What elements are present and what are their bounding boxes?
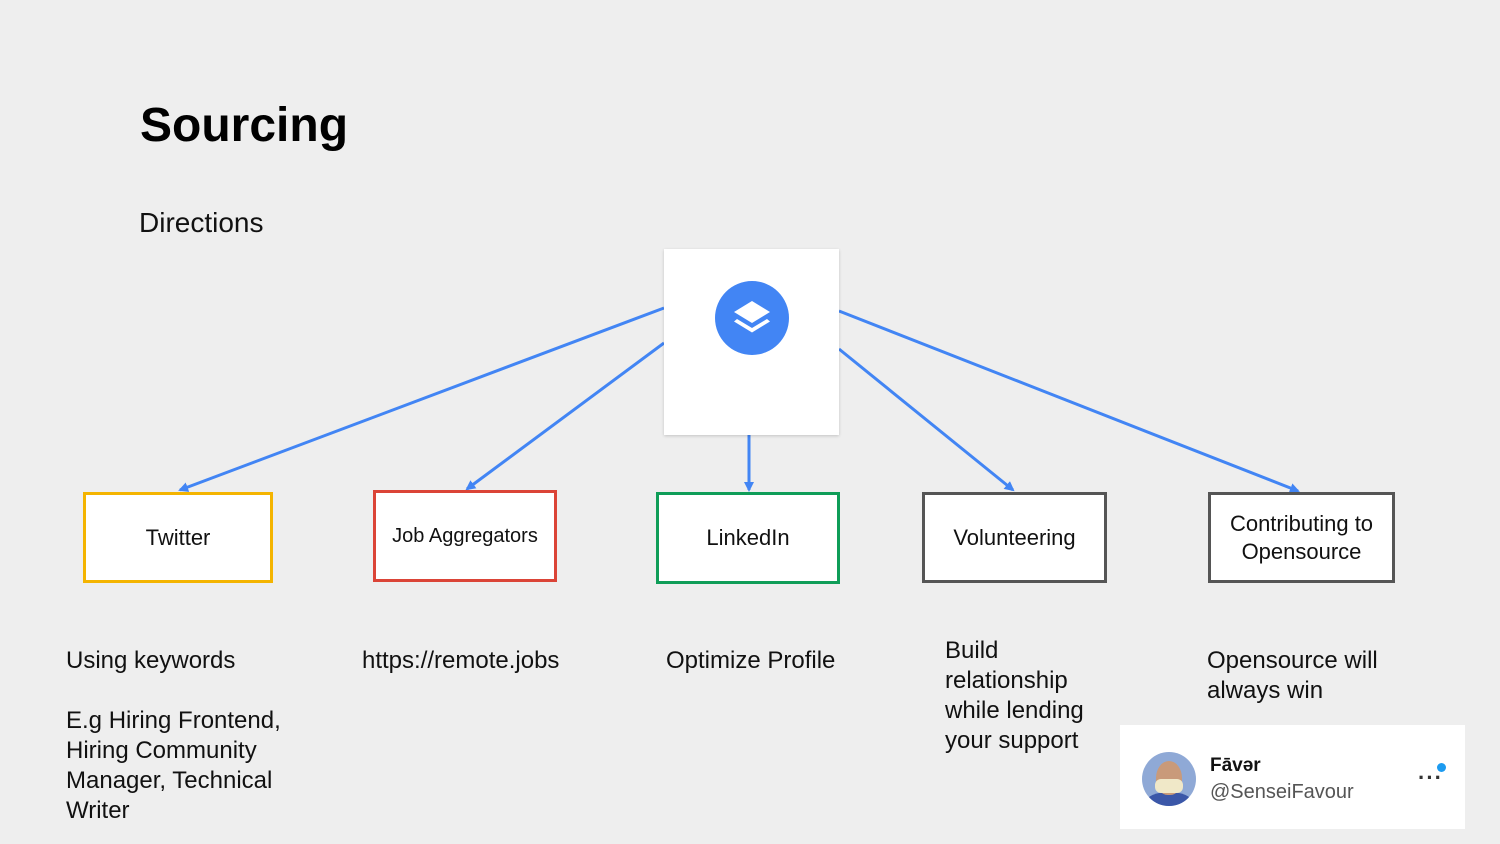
arrow-to-twitter [178, 306, 665, 492]
layers-icon [715, 281, 789, 355]
profile-handle: @SenseiFavour [1210, 781, 1354, 803]
notification-dot-icon [1437, 763, 1446, 772]
page-title: Sourcing [140, 99, 349, 152]
desc-opensource: Opensource will always win [1207, 647, 1378, 704]
node-label: Job Aggregators [392, 525, 538, 547]
arrow-to-job-aggregators [465, 341, 665, 491]
profile-name: Fāvər [1210, 755, 1261, 776]
hub-node [664, 249, 839, 435]
arrow-to-opensource [838, 309, 1300, 493]
node-linkedin: LinkedIn [656, 492, 840, 584]
node-label: Contributing to Opensource [1229, 510, 1374, 564]
desc-volunteering: Build relationship while lending your su… [945, 637, 1084, 754]
desc-linkedin: Optimize Profile [666, 647, 836, 674]
node-twitter: Twitter [83, 492, 273, 583]
node-job-aggregators: Job Aggregators [373, 490, 557, 582]
profile-card[interactable]: Fāvər @SenseiFavour ··· [1120, 725, 1465, 829]
node-label: Twitter [145, 524, 211, 550]
arrow-to-volunteering [838, 347, 1015, 492]
desc-twitter: Using keywords E.g Hiring Frontend, Hiri… [66, 647, 281, 824]
node-opensource: Contributing to Opensource [1208, 492, 1395, 583]
page-subtitle: Directions [139, 207, 264, 238]
node-volunteering: Volunteering [922, 492, 1107, 583]
node-label: LinkedIn [706, 525, 790, 550]
avatar[interactable] [1142, 752, 1196, 806]
more-options-icon[interactable]: ··· [1418, 765, 1443, 790]
node-label: Volunteering [953, 524, 1076, 550]
desc-job-aggregators: https://remote.jobs [362, 647, 560, 674]
